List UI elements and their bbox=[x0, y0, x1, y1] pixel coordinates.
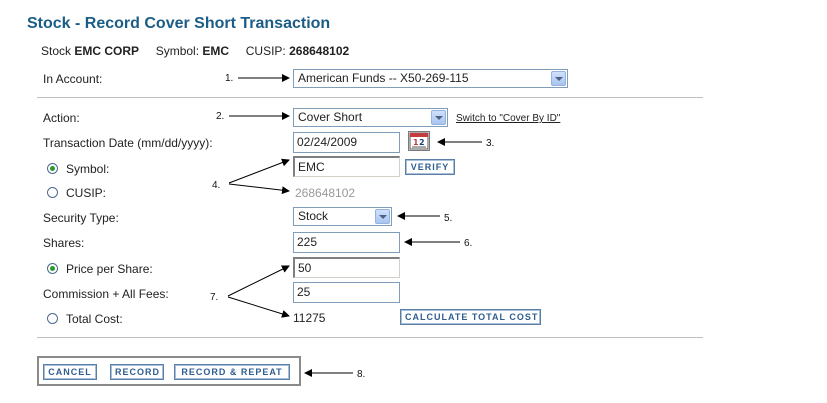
price-input[interactable]: 50 bbox=[293, 257, 400, 278]
record-repeat-button[interactable]: RECORD & REPEAT bbox=[174, 364, 290, 380]
cusip-input[interactable]: 268648102 bbox=[295, 186, 356, 200]
stock-info: Stock EMC CORP Symbol: EMC CUSIP: 268648… bbox=[41, 44, 349, 58]
security-type-label: Security Type: bbox=[43, 211, 119, 225]
shares-label: Shares: bbox=[43, 236, 85, 250]
callout-1: 1. bbox=[225, 73, 234, 84]
symbol-input[interactable]: EMC bbox=[293, 156, 400, 177]
stock-name: EMC CORP bbox=[74, 44, 140, 58]
action-select[interactable]: Cover Short bbox=[293, 108, 448, 127]
symbol-radio-label: Symbol: bbox=[66, 162, 110, 176]
stock-label: Stock bbox=[41, 44, 72, 58]
record-repeat-button-label: RECORD & REPEAT bbox=[175, 365, 289, 379]
record-button-label: RECORD bbox=[111, 365, 163, 379]
calculate-button-label: CALCULATE TOTAL COST bbox=[401, 310, 540, 324]
total-cost-value: 11275 bbox=[293, 311, 326, 325]
svg-text:2: 2 bbox=[419, 138, 425, 147]
action-select-value: Cover Short bbox=[298, 110, 363, 124]
account-select-value: American Funds -- X50-269-115 bbox=[298, 71, 469, 85]
date-input[interactable]: 02/24/2009 bbox=[293, 132, 400, 153]
shares-input[interactable]: 225 bbox=[293, 232, 400, 253]
calendar-icon[interactable]: 1 2 bbox=[408, 131, 430, 151]
commission-label: Commission + All Fees: bbox=[43, 287, 169, 301]
cusip-value: 268648102 bbox=[289, 44, 350, 58]
commission-input[interactable]: 25 bbox=[293, 282, 400, 303]
price-radio[interactable] bbox=[47, 263, 58, 274]
page-title: Stock - Record Cover Short Transaction bbox=[27, 15, 331, 32]
cancel-button-label: CANCEL bbox=[44, 365, 96, 379]
cusip-label: CUSIP: bbox=[245, 44, 286, 58]
symbol-label: Symbol: bbox=[155, 44, 200, 58]
account-select[interactable]: American Funds -- X50-269-115 bbox=[293, 69, 568, 88]
cusip-radio-label: CUSIP: bbox=[66, 186, 107, 200]
security-type-value: Stock bbox=[298, 209, 329, 223]
divider bbox=[37, 97, 703, 98]
divider bbox=[37, 337, 703, 338]
date-label: Transaction Date (mm/dd/yyyy): bbox=[43, 136, 213, 150]
verify-button[interactable]: VERIFY bbox=[405, 159, 455, 175]
callout-7b-arrow bbox=[227, 296, 290, 318]
security-type-select[interactable]: Stock bbox=[293, 207, 392, 226]
callout-7: 7. bbox=[210, 292, 219, 303]
callout-5: 5. bbox=[444, 213, 453, 224]
switch-cover-by-id-link[interactable]: Switch to "Cover By ID" bbox=[456, 113, 561, 124]
total-cost-label: Total Cost: bbox=[66, 312, 123, 326]
callout-4b-arrow bbox=[228, 183, 290, 195]
callout-7a-arrow bbox=[227, 265, 290, 297]
calculate-total-cost-button[interactable]: CALCULATE TOTAL COST bbox=[400, 309, 541, 325]
action-buttons-group bbox=[37, 356, 301, 386]
chevron-down-icon[interactable] bbox=[375, 209, 390, 224]
svg-text:1: 1 bbox=[413, 138, 419, 147]
action-label: Action: bbox=[43, 111, 80, 125]
callout-6: 6. bbox=[464, 238, 473, 249]
verify-button-label: VERIFY bbox=[406, 160, 454, 174]
callout-3: 3. bbox=[486, 138, 495, 149]
record-button[interactable]: RECORD bbox=[110, 364, 164, 380]
chevron-down-icon[interactable] bbox=[551, 71, 566, 86]
account-label: In Account: bbox=[43, 72, 103, 86]
callout-4: 4. bbox=[212, 180, 221, 191]
cancel-button[interactable]: CANCEL bbox=[43, 364, 97, 380]
total-cost-radio[interactable] bbox=[47, 313, 58, 324]
cusip-radio[interactable] bbox=[47, 187, 58, 198]
chevron-down-icon[interactable] bbox=[431, 110, 446, 125]
callout-8: 8. bbox=[357, 369, 366, 380]
callout-4a-arrow bbox=[228, 158, 290, 184]
price-radio-label: Price per Share: bbox=[66, 262, 153, 276]
callout-2: 2. bbox=[216, 111, 225, 122]
symbol-value: EMC bbox=[202, 44, 230, 58]
symbol-radio[interactable] bbox=[47, 163, 58, 174]
